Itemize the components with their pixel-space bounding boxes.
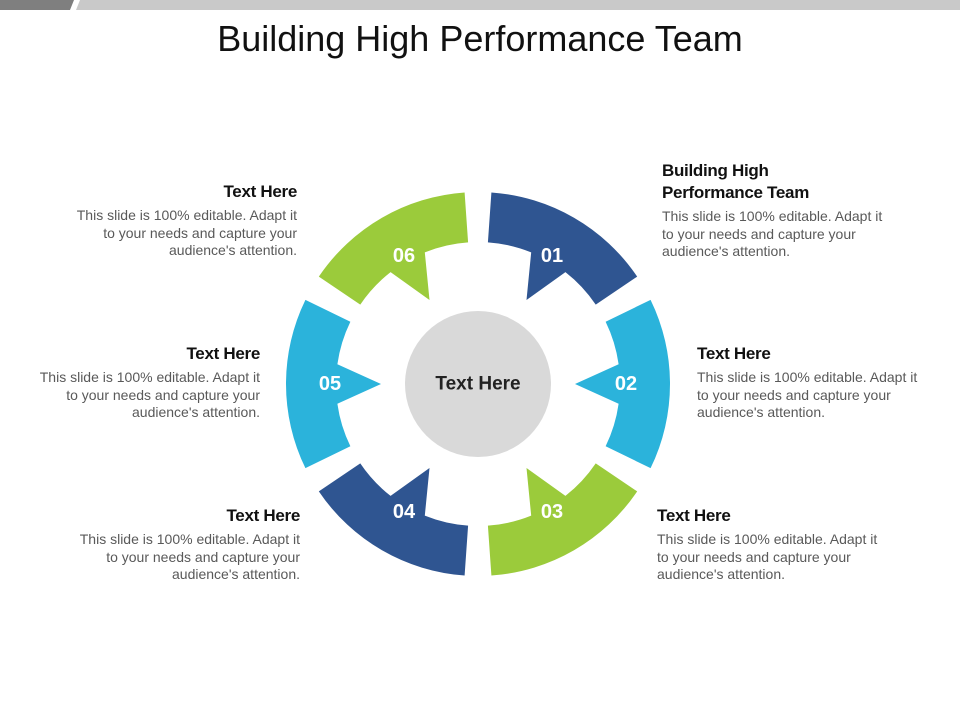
text-block-06: Text Here This slide is 100% editable. A… (67, 181, 298, 260)
block-body: This slide is 100% editable. Adapt it to… (697, 369, 918, 420)
block-heading: Text Here (223, 182, 297, 201)
block-heading: Text Here (186, 344, 260, 363)
text-block-02: Text Here This slide is 100% editable. A… (697, 343, 922, 422)
block-body: This slide is 100% editable. Adapt it to… (76, 207, 297, 258)
ring-segment-02 (575, 299, 670, 469)
segment-number-04: 04 (393, 501, 416, 523)
block-heading: Text Here (226, 506, 300, 525)
text-block-04: Text Here This slide is 100% editable. A… (70, 505, 301, 584)
text-block-03: Text Here This slide is 100% editable. A… (657, 505, 882, 584)
text-block-05: Text Here This slide is 100% editable. A… (30, 343, 261, 422)
ring-segment-06 (318, 192, 469, 305)
block-body: This slide is 100% editable. Adapt it to… (657, 531, 878, 582)
ring-segment-01 (487, 192, 638, 305)
segment-number-03: 03 (541, 501, 563, 523)
block-body: This slide is 100% editable. Adapt it to… (662, 208, 883, 259)
slide-title: Building High Performance Team (217, 18, 743, 59)
center-label: Text Here (435, 374, 520, 395)
top-decorative-bar (0, 0, 960, 10)
segment-number-01: 01 (541, 245, 563, 267)
block-body: This slide is 100% editable. Adapt it to… (39, 369, 260, 420)
segment-number-02: 02 (615, 373, 637, 395)
ring-segment-03 (487, 463, 638, 576)
segment-number-05: 05 (319, 373, 341, 395)
block-heading: Building High Performance Team (662, 161, 810, 202)
block-heading: Text Here (697, 344, 771, 363)
center-circle (405, 311, 551, 457)
ring-segment-04 (318, 463, 469, 576)
segment-number-06: 06 (393, 245, 415, 267)
block-heading: Text Here (657, 506, 731, 525)
text-block-01: Building High Performance Team This slid… (662, 160, 892, 261)
block-body: This slide is 100% editable. Adapt it to… (79, 531, 300, 582)
ring-segment-05 (286, 299, 381, 469)
